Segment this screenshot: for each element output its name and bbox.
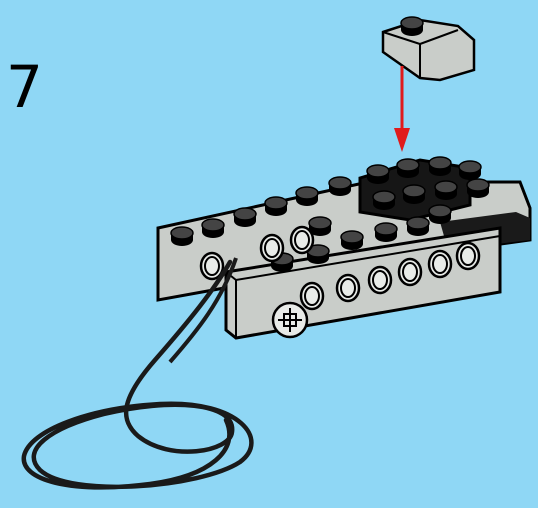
arrow-down-icon (394, 66, 410, 152)
brick-assembly-icon (158, 157, 530, 338)
cable-icon (24, 258, 252, 487)
slope-brick-icon (383, 17, 474, 80)
